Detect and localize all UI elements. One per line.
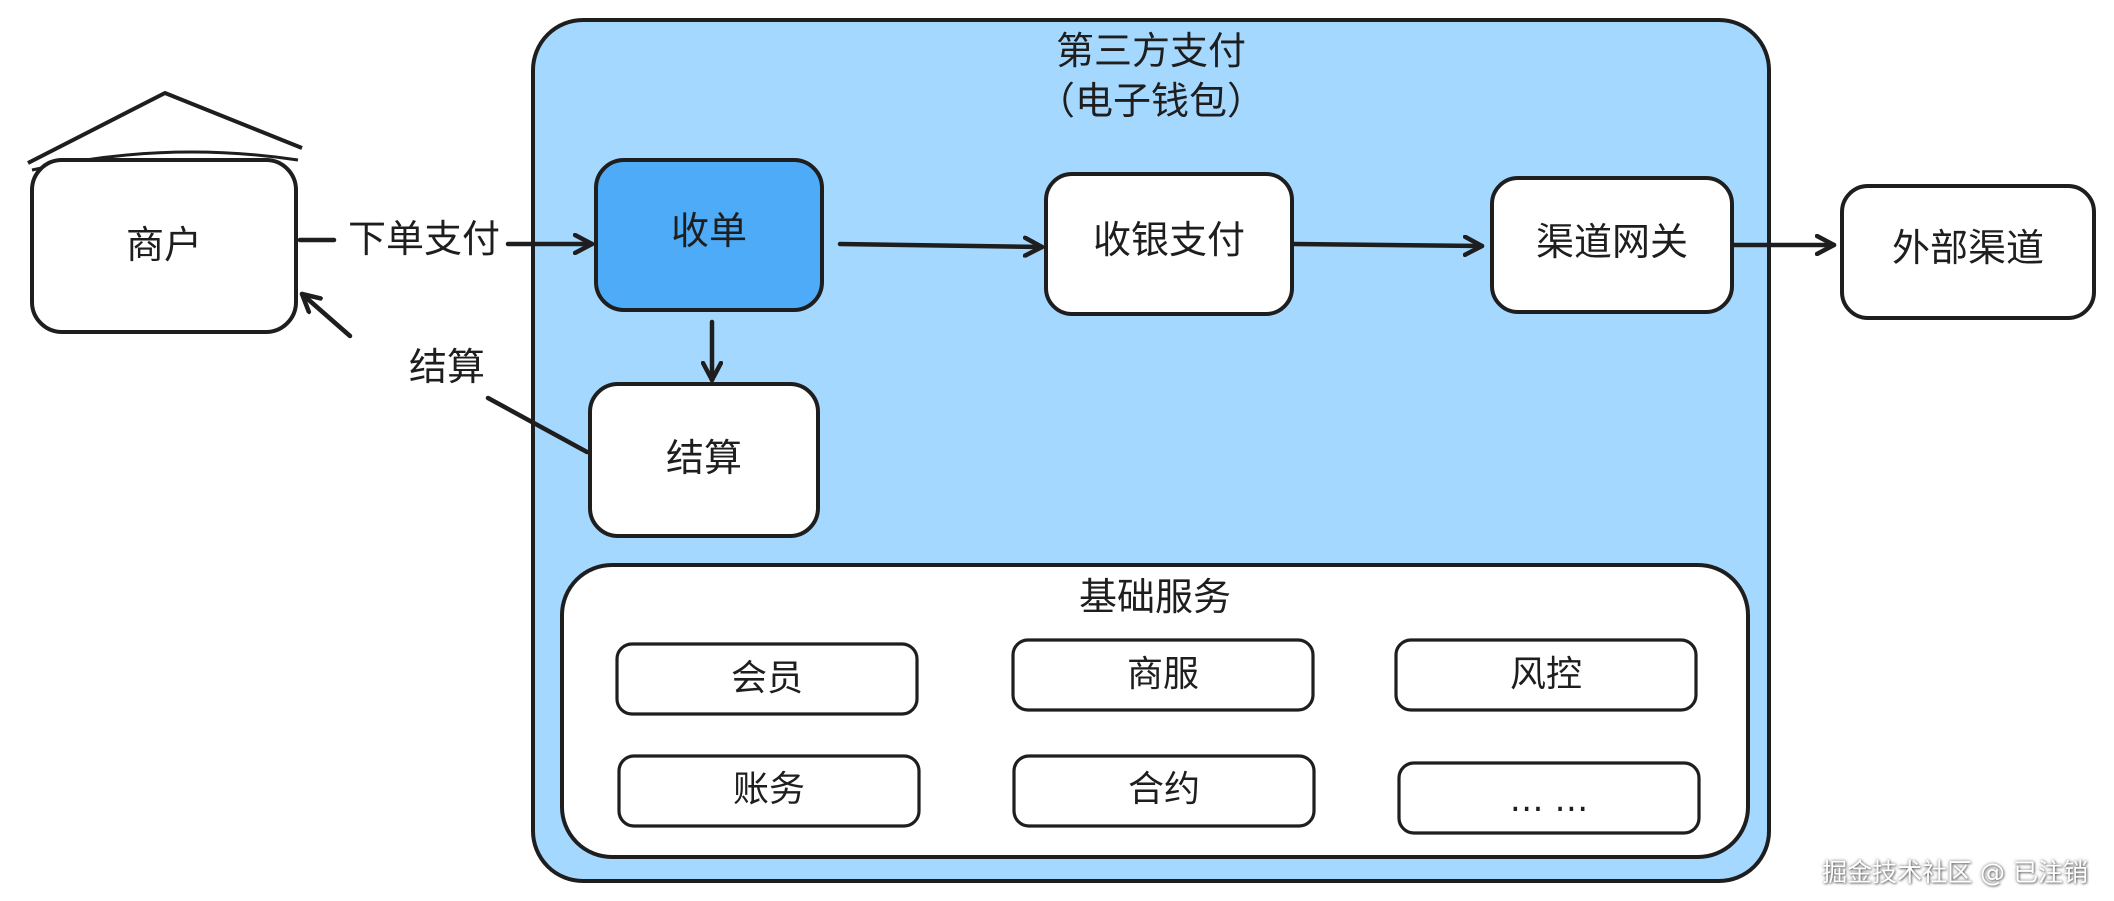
service-more-label: … … <box>1510 780 1589 820</box>
node-external: 外部渠道 <box>1840 184 2096 320</box>
service-accounting: 账务 <box>617 754 921 828</box>
service-risk: 风控 <box>1394 638 1698 712</box>
node-acquiring: 收单 <box>594 158 824 312</box>
base-services-panel: 基础服务 会员 商服 风控 账务 合约 … … <box>560 563 1750 859</box>
service-member: 会员 <box>615 642 919 716</box>
node-settlement: 结算 <box>588 382 820 538</box>
service-member-label: 会员 <box>731 658 803 699</box>
service-contract: 合约 <box>1012 754 1316 828</box>
edge-order-pay-label: 下单支付 <box>348 217 500 261</box>
merchant-label: 商户 <box>126 223 202 267</box>
merchant-node: 商户 <box>27 91 303 334</box>
node-cashier: 收银支付 <box>1044 172 1294 316</box>
node-cashier-label: 收银支付 <box>1093 218 1245 262</box>
service-contract-label: 合约 <box>1128 769 1200 810</box>
node-gateway-label: 渠道网关 <box>1536 220 1688 264</box>
watermark: 掘金技术社区 @ 已注销 <box>1822 858 2088 887</box>
panel-title-line2: （电子钱包） <box>1037 79 1265 123</box>
edge-cashier-to-gateway <box>1291 244 1485 246</box>
node-gateway: 渠道网关 <box>1490 176 1734 314</box>
service-accounting-label: 账务 <box>733 769 805 810</box>
node-settlement-label: 结算 <box>666 436 742 480</box>
panel-title-line1: 第三方支付 <box>1056 29 1246 73</box>
service-more: … … <box>1397 761 1701 835</box>
edge-order-pay: 下单支付 <box>297 217 595 261</box>
edge-settle-to-merchant: 结算 <box>299 291 590 455</box>
node-acquiring-label: 收单 <box>671 209 747 253</box>
service-merchant: 商服 <box>1011 638 1315 712</box>
edge-acquiring-to-cashier <box>837 244 1045 247</box>
edge-settle-label: 结算 <box>409 345 485 389</box>
service-risk-label: 风控 <box>1510 654 1582 695</box>
service-merchant-label: 商服 <box>1127 654 1199 695</box>
node-external-label: 外部渠道 <box>1892 226 2044 270</box>
base-services-title: 基础服务 <box>1079 575 1231 619</box>
